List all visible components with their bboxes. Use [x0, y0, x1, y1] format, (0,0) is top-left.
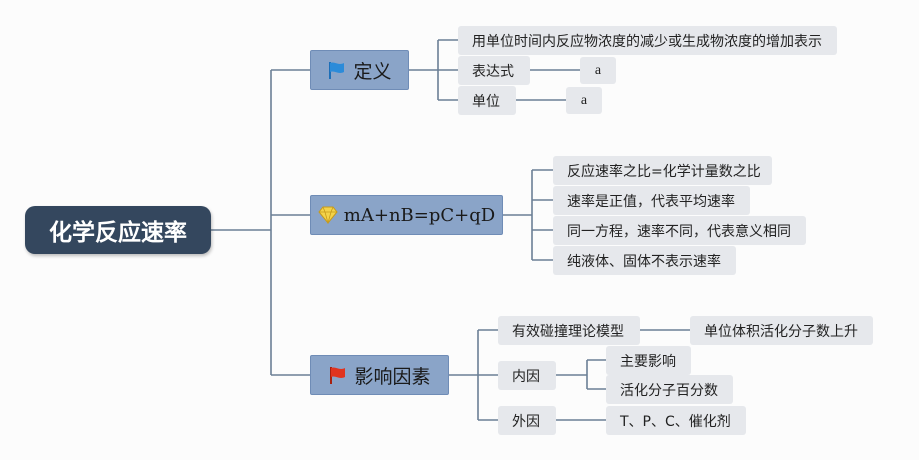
factors-external-label: 外因	[512, 413, 540, 430]
definition-unit-value-label: a	[580, 92, 588, 108]
definition-unit-value[interactable]: a	[566, 87, 602, 114]
definition-unit[interactable]: 单位	[458, 86, 516, 115]
factors-external-detail[interactable]: T、P、C、催化剂	[606, 406, 746, 435]
connector-root	[211, 69, 310, 376]
definition-desc-label: 用单位时间内反应物浓度的减少或生成物浓度的增加表示	[472, 33, 822, 50]
equation-item-label: 纯液体、固体不表示速率	[567, 253, 721, 270]
equation-item-label: 反应速率之比=化学计量数之比	[567, 163, 761, 180]
equation-item[interactable]: 速率是正值，代表平均速率	[553, 186, 750, 215]
blue-flag-icon	[327, 60, 347, 80]
factors-collision-label: 有效碰撞理论模型	[512, 323, 624, 340]
factors-internal-main-label: 主要影响	[620, 353, 676, 370]
branch-equation-label: mA+nB=pC+qD	[343, 204, 496, 226]
root-topic[interactable]: 化学反应速率	[25, 206, 211, 254]
connector-definition	[409, 39, 580, 101]
definition-expression-value[interactable]: a	[580, 57, 616, 84]
factors-collision-detail-label: 单位体积活化分子数上升	[704, 323, 858, 340]
diamond-icon	[318, 206, 338, 224]
factors-internal[interactable]: 内因	[498, 361, 556, 390]
equation-item[interactable]: 同一方程，速率不同，代表意义相同	[553, 216, 806, 245]
connector-factors	[449, 329, 690, 421]
equation-item[interactable]: 纯液体、固体不表示速率	[553, 246, 736, 275]
factors-external[interactable]: 外因	[498, 406, 556, 435]
branch-equation[interactable]: mA+nB=pC+qD	[310, 195, 503, 235]
factors-internal-detail-label: 活化分子百分数	[620, 382, 718, 399]
definition-unit-label: 单位	[472, 93, 500, 110]
factors-internal-label: 内因	[512, 368, 540, 385]
factors-collision[interactable]: 有效碰撞理论模型	[498, 316, 640, 345]
definition-expression[interactable]: 表达式	[458, 56, 530, 85]
branch-factors-label: 影响因素	[354, 365, 431, 388]
connector-equation	[503, 169, 553, 261]
branch-definition-label: 定义	[353, 60, 392, 83]
definition-expression-label: 表达式	[472, 63, 514, 80]
factors-external-detail-label: T、P、C、催化剂	[620, 413, 731, 430]
red-flag-icon	[328, 365, 348, 385]
root-topic-label: 化学反应速率	[49, 220, 187, 246]
equation-item[interactable]: 反应速率之比=化学计量数之比	[553, 156, 772, 185]
definition-desc[interactable]: 用单位时间内反应物浓度的减少或生成物浓度的增加表示	[458, 26, 837, 55]
branch-definition[interactable]: 定义	[310, 50, 409, 90]
equation-item-label: 速率是正值，代表平均速率	[567, 193, 735, 210]
definition-expression-value-label: a	[594, 62, 602, 78]
factors-collision-detail[interactable]: 单位体积活化分子数上升	[690, 316, 873, 345]
factors-internal-detail[interactable]: 活化分子百分数	[606, 375, 733, 404]
branch-factors[interactable]: 影响因素	[310, 355, 449, 395]
factors-internal-main[interactable]: 主要影响	[606, 346, 691, 375]
equation-item-label: 同一方程，速率不同，代表意义相同	[567, 223, 791, 240]
